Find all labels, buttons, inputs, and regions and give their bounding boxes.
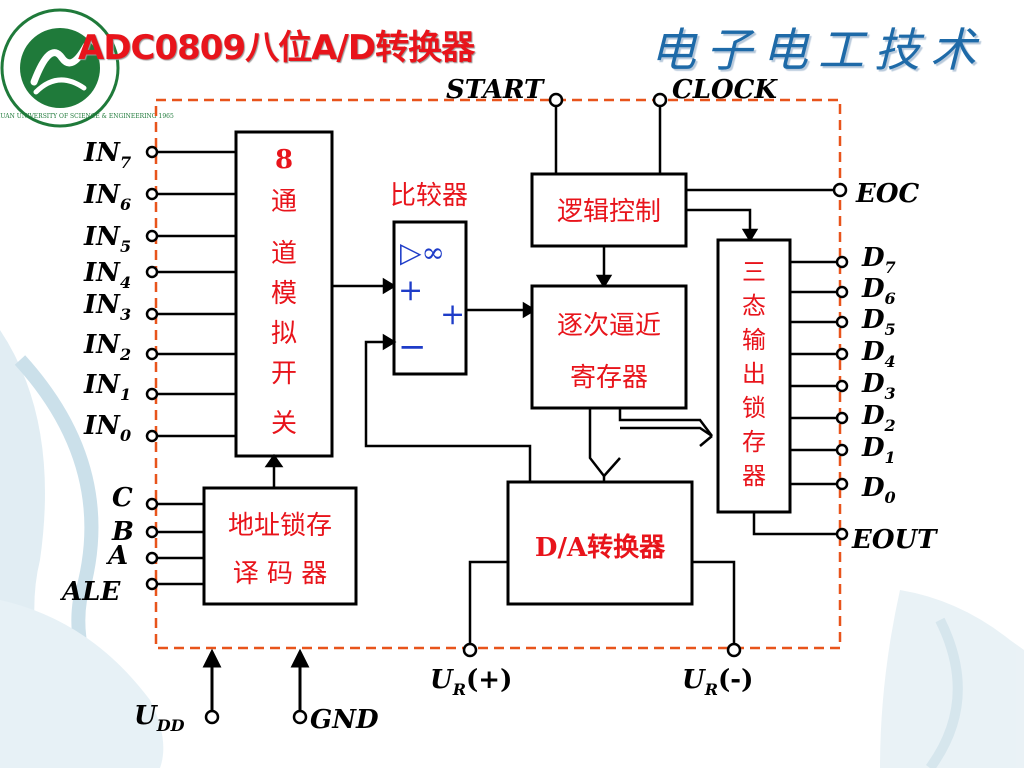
mux-label: 8 xyxy=(275,145,293,175)
pin-label-d7: D7 xyxy=(861,243,896,277)
decorative-leaves xyxy=(0,330,1024,768)
pin-label-d4: D4 xyxy=(861,337,896,371)
input-pin-labels: IN7 IN6 IN5 IN4 IN3 IN2 IN1 IN0 xyxy=(83,138,131,445)
pin-label-a: A xyxy=(105,541,128,571)
pin-label-eout: EOUT xyxy=(851,525,938,555)
logic-to-sar-wire xyxy=(595,246,613,289)
pin-label-d3: D3 xyxy=(861,369,896,403)
pin-label-in3: IN3 xyxy=(83,290,131,324)
latch-label: 态 xyxy=(742,292,766,320)
page-title: ADC0809八位A/D转换器 xyxy=(78,28,475,68)
reference-voltage-wires xyxy=(462,560,742,658)
pin-label-c: C xyxy=(112,483,133,513)
comparator-minus-input: − xyxy=(398,327,427,367)
mux-label: 通 xyxy=(271,187,297,217)
pin-label-d5: D5 xyxy=(861,305,896,339)
comparator-plus-output: + xyxy=(440,297,465,332)
mux-label: 关 xyxy=(271,409,297,439)
comparator-label: 比较器 xyxy=(390,181,468,211)
data-output-pin-labels: D7 D6 D5 D4 D3 D2 D1 D0 xyxy=(861,243,896,507)
decoder-label-line1: 地址锁存 xyxy=(228,511,332,541)
latch-label: 器 xyxy=(742,462,766,490)
pin-label-in4: IN4 xyxy=(83,258,131,292)
sar-label-line2: 寄存器 xyxy=(570,363,648,393)
pin-label-in7: IN7 xyxy=(83,138,131,172)
comparator-to-sar-wire xyxy=(466,301,537,319)
address-latch-decoder-block: 地址锁存 译 码 器 xyxy=(202,486,358,606)
pin-label-eoc: EOC xyxy=(855,179,919,209)
pin-label-start: START xyxy=(446,75,545,105)
logic-control-block: 逻辑控制 xyxy=(530,172,688,248)
pin-label-in0: IN0 xyxy=(83,411,131,445)
comparator-block: 比较器 ▷∞ + − + xyxy=(390,181,468,376)
latch-label: 存 xyxy=(742,428,766,456)
comparator-symbol: ▷∞ xyxy=(400,236,445,269)
mux-label: 开 xyxy=(271,359,297,389)
pin-label-d2: D2 xyxy=(861,401,896,435)
pin-label-d1: D1 xyxy=(861,433,896,467)
start-clock-wires xyxy=(548,92,668,174)
decoder-label-line2: 译 码 器 xyxy=(233,559,328,589)
tristate-output-latch-block: 三 态 输 出 锁 存 器 xyxy=(716,238,792,514)
analog-mux-block: 8 通 道 模 拟 开 关 xyxy=(234,130,334,458)
latch-label: 出 xyxy=(742,360,766,388)
pin-label-udd: UDD xyxy=(134,701,185,735)
pin-label-ale: ALE xyxy=(59,577,121,607)
pin-label-clock: CLOCK xyxy=(672,75,778,105)
dac-label: D/A转换器 xyxy=(535,533,666,563)
pin-label-d6: D6 xyxy=(861,274,896,308)
eoc-wire xyxy=(686,182,848,198)
pin-label-ur-plus: UR(+) xyxy=(430,665,512,699)
latch-label: 输 xyxy=(742,326,766,354)
latch-label: 三 xyxy=(742,258,766,286)
header-slogan: 电子电工技术 xyxy=(650,23,986,77)
logo-text: 四川理工学院 SICHUAN UNIVERSITY OF SCIENCE & E… xyxy=(0,112,174,120)
pin-label-gnd: GND xyxy=(310,705,379,735)
sar-data-bus xyxy=(588,408,713,482)
data-output-pins xyxy=(790,255,849,491)
logic-control-label: 逻辑控制 xyxy=(557,197,661,227)
mux-label: 模 xyxy=(271,279,297,309)
pin-label-d0: D0 xyxy=(861,473,896,507)
pin-label-ur-minus: UR(-) xyxy=(682,665,753,699)
mux-label: 拟 xyxy=(271,319,297,349)
latch-label: 锁 xyxy=(742,394,766,422)
address-pin-labels: C B A ALE xyxy=(59,483,134,607)
sar-register-block: 逐次逼近 寄存器 xyxy=(530,284,688,410)
analog-input-pins xyxy=(145,145,236,443)
pin-label-in6: IN6 xyxy=(83,180,131,214)
mux-label: 道 xyxy=(271,239,297,269)
mux-to-comparator-wire xyxy=(332,277,397,295)
pin-label-in5: IN5 xyxy=(83,222,131,256)
eout-wire xyxy=(752,512,849,541)
pin-label-in1: IN1 xyxy=(83,370,131,404)
pin-label-b: B xyxy=(111,517,134,547)
pin-label-in2: IN2 xyxy=(83,330,131,364)
dac-feedback-wire xyxy=(364,333,532,482)
address-pins xyxy=(145,453,284,591)
chip-boundary xyxy=(154,98,842,650)
dac-block: D/A转换器 xyxy=(506,480,694,606)
sar-label-line1: 逐次逼近 xyxy=(557,311,661,341)
university-logo: 四川理工学院 SICHUAN UNIVERSITY OF SCIENCE & E… xyxy=(0,8,174,128)
comparator-plus-input: + xyxy=(398,273,423,308)
logic-to-latch-wire xyxy=(686,208,759,243)
power-wires xyxy=(202,648,310,725)
